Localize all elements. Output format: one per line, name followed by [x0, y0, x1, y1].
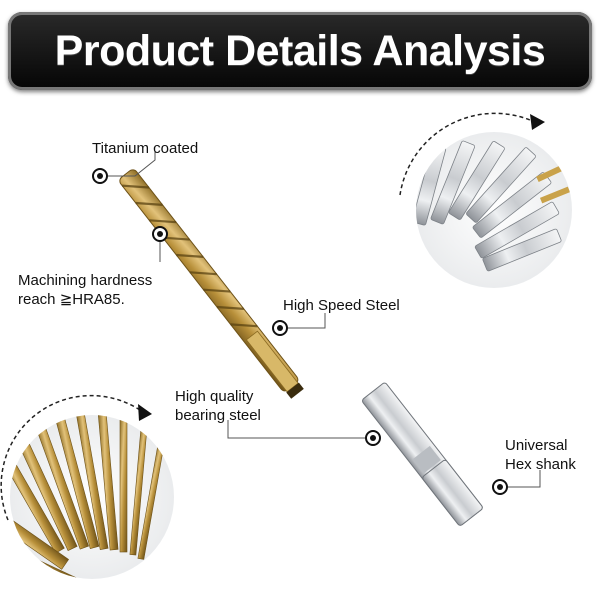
label-line: High quality — [175, 388, 254, 405]
label-hex-shank: Universal Hex shank — [505, 436, 576, 474]
label-bearing-steel: High quality bearing steel — [175, 387, 261, 425]
callout-marker-icon — [365, 430, 381, 446]
label-line: Hex shank — [505, 456, 576, 473]
label-line: reach ≧HRA85. — [18, 291, 125, 308]
page-title: Product Details Analysis — [54, 26, 546, 75]
callout-marker-icon — [152, 226, 168, 242]
label-line: High Speed Steel — [283, 297, 400, 314]
label-line: bearing steel — [175, 407, 261, 424]
callout-marker-icon — [492, 479, 508, 495]
label-line: Universal — [505, 437, 568, 454]
callout-dots — [92, 168, 508, 495]
callout-marker-icon — [272, 320, 288, 336]
drill-bits-inset — [0, 394, 174, 579]
arrow-icon — [530, 114, 545, 130]
label-titanium-coated: Titanium coated — [92, 139, 198, 158]
title-banner: Product Details Analysis — [8, 12, 592, 90]
drill-bit — [119, 169, 483, 526]
arrow-icon — [138, 404, 152, 421]
callout-marker-icon — [92, 168, 108, 184]
label-line: Titanium coated — [92, 140, 199, 157]
label-high-speed-steel: High Speed Steel — [283, 296, 400, 315]
label-line: Machining hardness — [18, 272, 153, 289]
callout-lines — [100, 152, 541, 488]
hex-bits-inset — [399, 112, 572, 288]
label-machining-hardness: Machining hardness reach ≧HRA85. — [18, 271, 152, 309]
